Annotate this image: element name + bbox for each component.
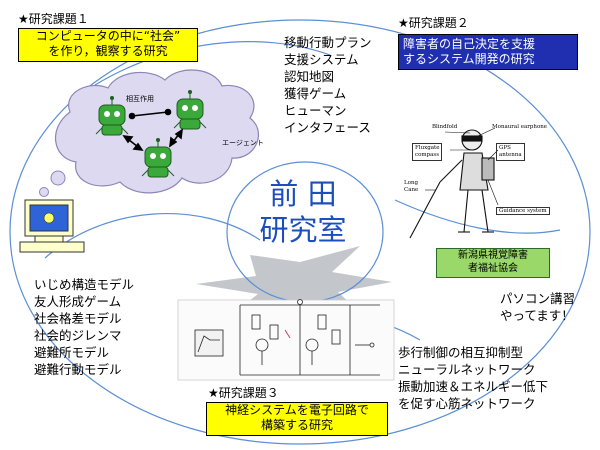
circuit-diagram — [177, 299, 395, 381]
left-topic-item: 社会的ジレンマ — [34, 328, 122, 343]
top-topic-item: 認知地図 — [284, 69, 335, 84]
agent-label: エージェント — [222, 139, 264, 147]
theme2-title-line-2: するシステム開発の研究 — [403, 52, 535, 66]
theme1-title-line-2: を作り，観察する研究 — [48, 44, 168, 58]
left-topic-item: 友人形成ゲーム — [34, 294, 122, 309]
orbit-arc-top — [94, 41, 331, 86]
top-topic-item: 移動行動プラン — [284, 35, 372, 50]
robot-icon-3 — [141, 138, 175, 178]
theme1-title-box: コンピュータの中に“社会” を作り，観察する研究 — [18, 28, 198, 62]
right-topic-item: 振動加速＆エネルギー低下 — [398, 379, 549, 394]
theme3-heading: ★研究課題３ — [208, 386, 279, 400]
blindfold-label: Blindfold — [432, 124, 458, 130]
earphone-label: Monaural earphone — [492, 124, 548, 130]
theme2-title-box: 障害者の自己決定を支援 するシステム開発の研究 — [398, 34, 578, 70]
left-topic-item: 避難所モデル — [34, 345, 110, 360]
gps-label: GPS antenna — [496, 143, 525, 161]
association-line-1: 新潟県視覚障害 — [458, 250, 528, 261]
fluxgate-label-line-2: compass — [415, 152, 440, 158]
theme2-heading: ★研究課題２ — [398, 16, 469, 30]
theme3-title-line-2: 構築する研究 — [260, 418, 333, 432]
right-topic-item: を促す心筋ネットワーク — [398, 396, 536, 411]
interaction-label: 相互作用 — [126, 95, 154, 103]
interaction-arrows — [122, 108, 184, 152]
right-topic-item: ニューラルネットワーク — [398, 362, 536, 377]
left-topic-item: いじめ構造モデル — [34, 277, 135, 292]
orbit-arc-left — [44, 212, 261, 259]
blind-navigation-figure — [409, 127, 499, 239]
top-topic-item: ヒューマン — [284, 103, 347, 118]
left-topic-item: 社会格差モデル — [34, 311, 122, 326]
gps-label-line-2: antenna — [499, 152, 522, 158]
robot-icon-1 — [95, 96, 129, 136]
left-topic-item: 避難行動モデル — [34, 362, 122, 377]
fluxgate-label: Fluxgate compass — [412, 143, 443, 161]
left-topic-list: いじめ構造モデル 友人形成ゲーム 社会格差モデル 社会的ジレンマ 避難所モデル … — [34, 276, 134, 378]
theme1-title-line-1: コンピュータの中に“社会” — [35, 29, 181, 43]
top-topic-item: 支援システム — [284, 52, 359, 67]
pc-course-line-2: やってます！ — [500, 308, 574, 323]
lab-title-line-2: 研究室 — [259, 213, 347, 247]
cane-label-line-1: Long — [404, 180, 419, 186]
cane-label-line-2: Cane — [404, 187, 419, 193]
robot-icon-2 — [173, 90, 207, 130]
theme3-title-box: 神経システムを電子回路で 構築する研究 — [206, 402, 388, 436]
right-topic-item: 歩行制御の相互抑制型 — [398, 345, 524, 360]
theme1-heading: ★研究課題１ — [18, 12, 89, 26]
fluxgate-label-line-1: Fluxgate — [415, 145, 440, 151]
theme2-title-line-1: 障害者の自己決定を支援 — [403, 37, 536, 51]
grey-splash — [196, 246, 392, 340]
top-topic-item: インタフェース — [284, 120, 371, 135]
computer-icon — [19, 199, 85, 253]
cane-label: Long Cane — [404, 180, 418, 194]
theme3-title-line-1: 神経システムを電子回路で — [225, 403, 369, 417]
lab-title-line-1: 前 田 — [269, 177, 337, 211]
pc-course-line-1: パソコン講習 — [500, 291, 576, 306]
orbit-ellipse-large — [9, 19, 591, 445]
right-topic-list: 歩行制御の相互抑制型 ニューラルネットワーク 振動加速＆エネルギー低下 を促す心… — [398, 344, 548, 412]
society-cloud — [39, 69, 260, 197]
orbit-arc-right — [394, 199, 561, 234]
top-topic-list: 移動行動プラン 支援システム 認知地図 獲得ゲーム ヒューマン インタフェース — [284, 34, 372, 136]
guidance-label: Guidance system — [496, 207, 550, 215]
association-line-2: 者福祉協会 — [468, 263, 518, 274]
pc-course-note: パソコン講習 やってます！ — [500, 290, 575, 324]
lab-title: 前 田 研究室 — [238, 176, 368, 248]
top-topic-item: 獲得ゲーム — [284, 86, 347, 101]
association-badge: 新潟県視覚障害 者福祉協会 — [436, 248, 550, 278]
gps-label-line-1: GPS — [499, 145, 511, 151]
